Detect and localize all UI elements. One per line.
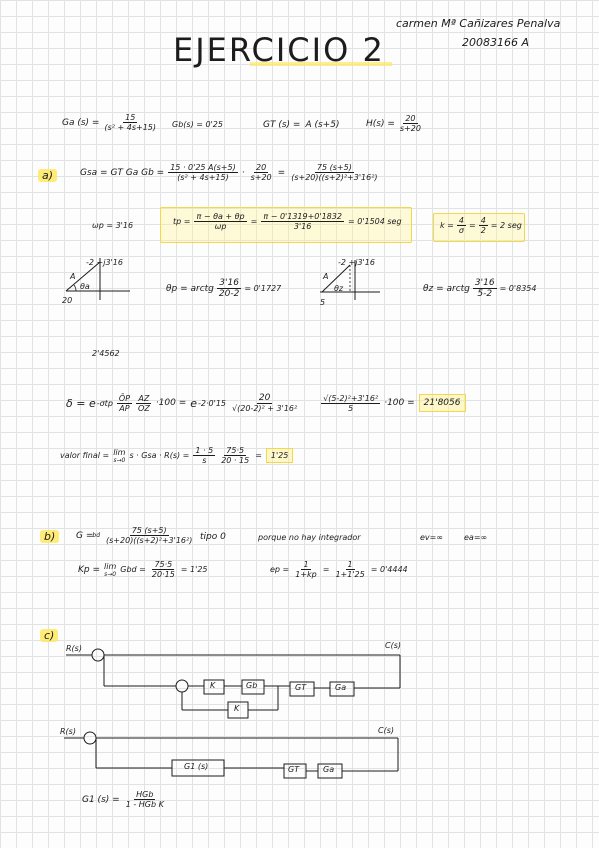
- type-reason: porque no hay integrador: [258, 533, 361, 542]
- ev-value: ev=∞: [420, 533, 444, 542]
- given-gb: Gb(s) = 0'25: [172, 120, 223, 129]
- plot2-theta-label: θz: [334, 284, 344, 293]
- final-value-result: 1'25: [265, 448, 294, 463]
- d2-input-label: R(s): [60, 727, 76, 736]
- d1-block-ga: Ga: [335, 683, 347, 692]
- d2-block-gt: GT: [288, 765, 300, 774]
- part-a-label: a): [38, 169, 58, 182]
- plot1-bottom-label: 20: [62, 296, 73, 305]
- given-gt: GT (s) =A (s+5): [263, 120, 340, 130]
- d1-feedback-k: K: [234, 704, 240, 713]
- plot2-a-label: A: [323, 272, 329, 281]
- part-c-label: c): [40, 629, 59, 642]
- plot1-top-label: -2 +j3'16: [86, 258, 123, 267]
- author-name: carmen Mª Cañizares Penalva: [396, 17, 561, 30]
- plot1-a-label: A: [70, 272, 76, 281]
- title-underline: [250, 62, 392, 66]
- gbd-equation: G =bd 75 (s+5)(s+20)((s+2)²+3'16²): [76, 526, 193, 545]
- d1-output-label: C(s): [385, 641, 401, 650]
- gsa-equation: Gsa = GT Ga Gb = 15 · 0'25 A(s+5)(s² + 4…: [80, 163, 378, 182]
- tp-highlight-box: [160, 207, 412, 243]
- plot1-theta-label: θa: [80, 282, 90, 291]
- system-type: tipo 0: [200, 532, 226, 542]
- d1-input-label: R(s): [66, 644, 82, 653]
- wd-note: ωp = 3'16: [92, 221, 134, 230]
- d1-block-k: K: [210, 681, 216, 690]
- part-b-label: b): [40, 530, 60, 543]
- ea-value: ea=∞: [464, 533, 488, 542]
- d1-block-gt: GT: [295, 683, 307, 692]
- plot2-bottom-label: 5: [320, 298, 326, 307]
- angle-note: 2'4562: [92, 349, 120, 358]
- given-ga: Ga (s) = 15(s² + 4s+15): [62, 113, 157, 132]
- d2-block-g1: G1 (s): [184, 762, 209, 771]
- plot2-top-label: -2 +j3'16: [338, 258, 375, 267]
- k-highlight-box: [433, 213, 525, 242]
- overshoot-result: 21'8056: [418, 394, 466, 412]
- student-id: 20083166 A: [462, 36, 530, 49]
- d1-block-gb: Gb: [246, 681, 258, 690]
- d2-output-label: C(s): [378, 726, 394, 735]
- d2-block-ga: Ga: [323, 765, 335, 774]
